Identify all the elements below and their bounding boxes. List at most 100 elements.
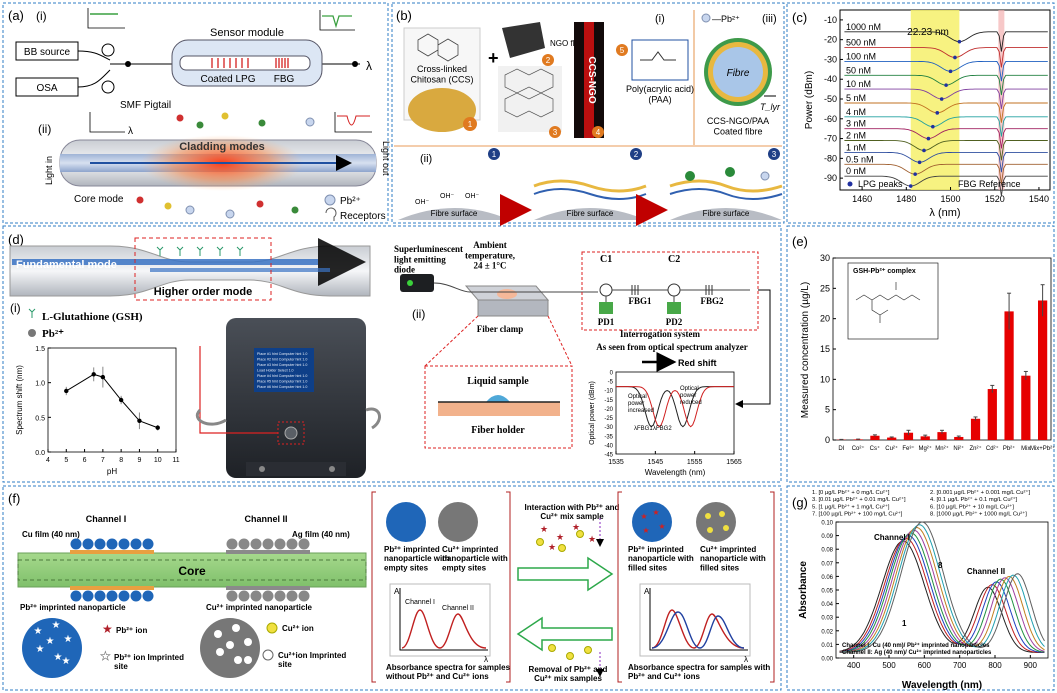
chart-e-bar (887, 437, 897, 440)
chart-g-ytick-label: 0.05 (821, 589, 833, 595)
spec-without-l: λ (484, 655, 488, 664)
ccs-molecule (417, 33, 459, 62)
cu-site-hole (216, 648, 224, 656)
chart-c-series-label: 0.5 nM (846, 154, 874, 164)
chart-osa-ytick-label: -15 (604, 398, 613, 404)
mix-cu-dot (566, 652, 574, 660)
stage-2-text: 2 (634, 150, 639, 159)
fiber-clamp-body (477, 299, 549, 317)
chart-c-series (844, 31, 1048, 196)
chart-e-xtick-label: Ni²⁺ (953, 445, 964, 452)
cu-bead (226, 590, 238, 602)
chart-g-series-line (839, 535, 1045, 653)
ngo-lattice (504, 68, 554, 118)
device-base (246, 462, 346, 476)
pd1-box (599, 302, 613, 314)
mix-cu-dot (584, 646, 592, 654)
chart-osa-ylabel: Optical power (dBm) (589, 381, 596, 445)
chart-g-legend: 1. [0 µg/L Pb²⁺ + 0 mg/L Cu²⁺]2. [0.001 … (812, 489, 1030, 518)
chart-c-xtick-label: 1460 (852, 194, 872, 204)
spec-ch2: Channel II (442, 605, 474, 612)
pb-ion-star-icon: ★ (102, 622, 113, 636)
cladding-modes-label: Cladding modes (179, 141, 265, 153)
cu-bead (262, 538, 274, 550)
chart-e-bar (937, 432, 947, 440)
chart-c-ytick-label: -40 (824, 74, 837, 84)
cu-bead (226, 538, 238, 550)
pb-bead (130, 538, 142, 550)
cu-site-hole (226, 641, 234, 649)
chart-e-inset (847, 262, 939, 340)
chart-c-highlight-band (910, 10, 960, 190)
cu-film-bottom (70, 586, 154, 590)
spec-without-a: A (394, 587, 400, 596)
chart-c-series-line (844, 116, 1048, 137)
device-screen-row: Place #3 hint Computer hint 1.0 (257, 363, 307, 367)
bracket-right-open (617, 491, 622, 683)
mix-pb-star: ★ (572, 522, 580, 532)
pb-site-star: ★ (52, 620, 61, 631)
panel-a-letter: (a) (8, 8, 24, 23)
chart-g-ytick-label: 0.03 (821, 616, 833, 622)
chart-c-series-label: 500 nM (846, 38, 876, 48)
interrogation-label: Interrogation system (620, 329, 701, 339)
stage-3-marker (768, 148, 780, 160)
chart-osa-xtick-label: 1565 (726, 459, 742, 466)
input-spectrum-axes (87, 8, 125, 29)
chart-g-xtick-label: 700 (953, 661, 967, 670)
chart-g-xtick-label: 800 (988, 661, 1002, 670)
chart-g-ytick-label: 0.10 (821, 521, 833, 527)
chart-e-xtick-label: Mix (1021, 446, 1030, 452)
light-out-label: Light out (381, 141, 391, 176)
step-3-badge (549, 126, 561, 138)
core-region (17, 552, 367, 588)
channel-ii-label: Channel II (244, 514, 287, 524)
chart-c-xlabel: λ (nm) (929, 207, 960, 219)
panel-d-border (2, 225, 782, 483)
device-screen-row: Place #2 hint Computer hint 1.0 (257, 358, 307, 362)
output-spectrum-line (322, 15, 352, 29)
chart-g-n1: 1 (902, 619, 907, 628)
chart-c-ytick-label: -70 (824, 134, 837, 144)
chart-osa-ytick-label: -45 (604, 453, 613, 459)
step-1-text: 1 (468, 120, 473, 129)
chart-e-xtick-label: Mg²⁺ (918, 445, 932, 452)
fiber-holder-block (438, 402, 560, 416)
core-label: Core (178, 564, 206, 578)
chart-g-legend-entry: 1. [0 µg/L Pb²⁺ + 0 mg/L Cu²⁺] (812, 489, 890, 496)
cu-site-hole (244, 638, 252, 646)
cu-bead (286, 538, 298, 550)
cu-np-label: Cu²⁺ imprinted nanoparticle (206, 603, 313, 612)
lfbg1-label: λFBG1 (634, 426, 653, 432)
pb-bead (82, 590, 94, 602)
coupler-loop-1 (101, 43, 115, 57)
ccs-layer-2 (533, 179, 647, 193)
panel-a-border (2, 2, 389, 224)
coupler-loop-2 (101, 80, 115, 94)
fbg2-grating (705, 285, 713, 295)
device-cable-right (365, 407, 381, 430)
chart-ph-point (118, 397, 124, 403)
mix-pb-star: ★ (588, 534, 596, 544)
chart-e-ytick-label: 5 (825, 405, 830, 415)
input-fiber (433, 282, 555, 293)
removal-arrow (516, 616, 613, 652)
step-4-text: 4 (596, 128, 601, 137)
pd2-box (667, 302, 681, 314)
cu-film-label: Cu film (40 nm) (22, 530, 80, 539)
mix-cu-dot (548, 644, 556, 652)
chart-c-series-label: 0 nM (846, 166, 866, 176)
stage-1-marker (488, 148, 500, 160)
